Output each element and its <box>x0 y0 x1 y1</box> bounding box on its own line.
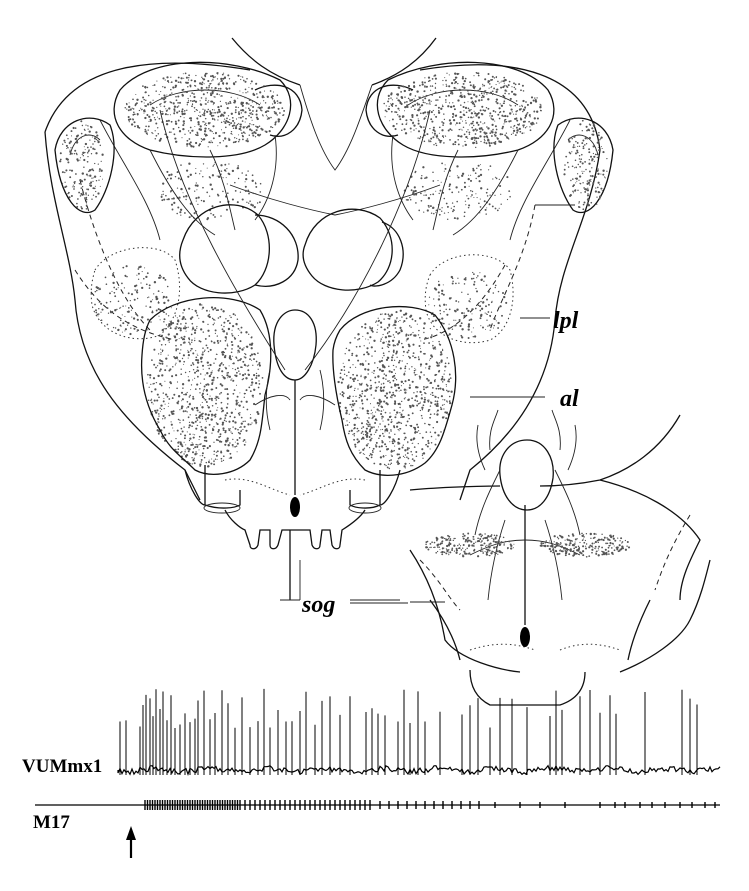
inset-stipple <box>425 533 630 558</box>
lpl-label: lpl <box>553 308 579 334</box>
label-lines <box>280 205 575 600</box>
left-antennal-lobe <box>142 298 271 475</box>
right-alpha-lobe <box>303 135 518 290</box>
m17-trace-label: M17 <box>33 812 70 833</box>
left-alpha-lobe <box>150 135 298 293</box>
trace-section: VUMmx1 M17 <box>22 689 720 858</box>
vummx1-trace <box>118 689 720 775</box>
vummx1-trace-label: VUMmx1 <box>22 756 102 777</box>
sog-inset <box>410 410 710 705</box>
arrow-up-icon <box>126 826 136 858</box>
sog-label: sog <box>301 592 335 618</box>
subesophageal-outline <box>185 465 400 600</box>
m17-trace <box>35 800 720 810</box>
al-label: al <box>560 386 579 412</box>
